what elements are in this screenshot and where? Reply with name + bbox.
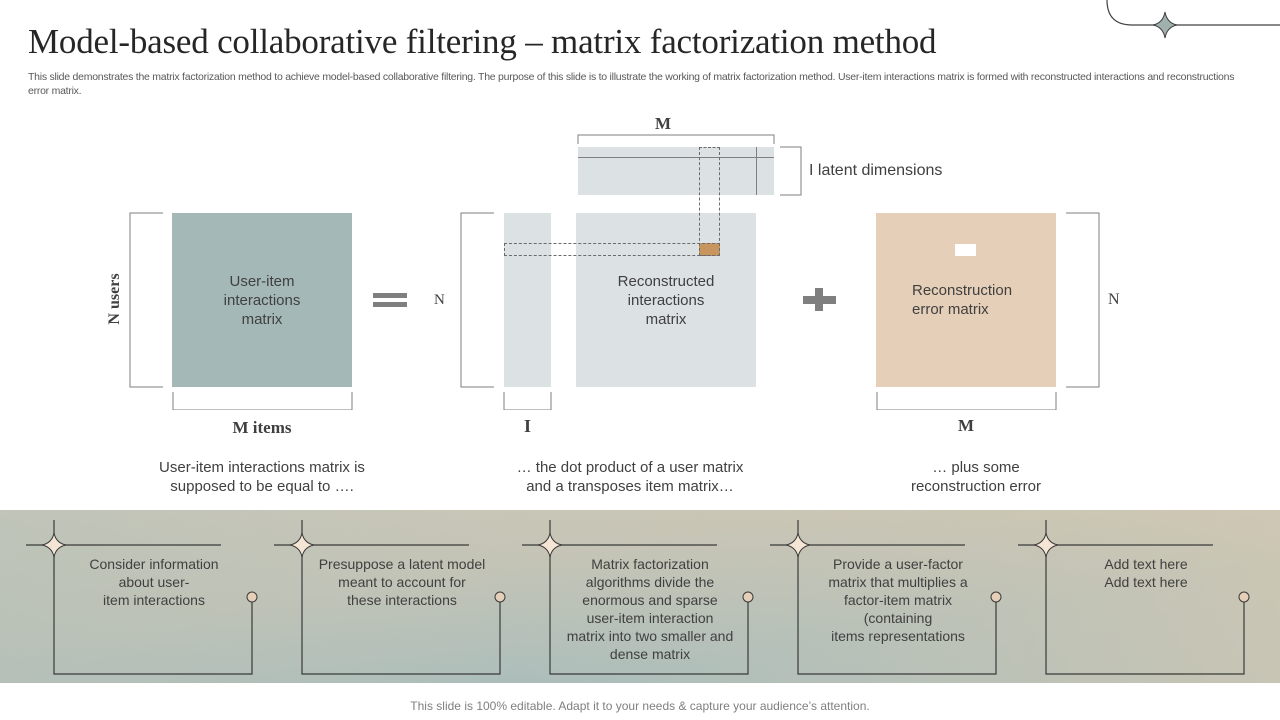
caption-line: supposed to be equal to …. [170,478,354,495]
items-cols-bracket [172,392,353,410]
user-rows-bracket [129,212,163,388]
card-line: user-item interaction [586,610,714,626]
label-line: error matrix [912,301,989,318]
page-subtitle: This slide demonstrates the matrix facto… [28,71,1235,97]
card-line: Presuppose a latent model [318,556,486,572]
error-cols-bracket [876,392,1057,410]
card-line: algorithms divide the [585,574,715,590]
bottom-band-overlay [0,510,1280,683]
item-matrix-row-line [578,157,774,158]
user-item-matrix-label: User-item interactions matrix [172,272,352,329]
sparkle-icon [1152,11,1178,39]
card-line: Provide a user-factor [833,556,963,572]
card-line: Add text here [1104,556,1188,572]
user-matrix [504,213,551,387]
card-line: Add text here [1104,574,1188,590]
label-line: matrix [241,311,283,328]
item-cols-bracket [577,134,775,144]
reconstructed-matrix [576,213,756,387]
card-2-text[interactable]: Presuppose a latent model meant to accou… [302,555,502,609]
item-matrix-col-line [756,147,757,195]
caption-equal: User-item interactions matrix is suppose… [112,458,412,496]
card-line: items representations [831,628,965,644]
caption-line: User-item interactions matrix is [159,459,365,476]
highlighted-cell [699,243,720,256]
column-guide-dashed [699,147,720,256]
item-matrix-m-label: M [654,114,672,133]
card-line: (containing [863,610,933,626]
card-line: Consider information [89,556,219,572]
latent-dimensions-label: I latent dimensions [809,162,943,179]
error-n-label: N [1108,291,1120,308]
caption-line: … plus some [932,459,1020,476]
label-line: interactions [223,292,301,309]
row-guide-dashed [504,243,720,256]
footer-note: This slide is 100% editable. Adapt it to… [410,699,870,713]
card-line: item interactions [103,592,205,608]
caption-line: … the dot product of a user matrix [516,459,744,476]
error-m-label: M [957,416,975,435]
page-title: Model-based collaborative filtering – ma… [28,22,937,61]
card-line: dense matrix [609,646,691,662]
card-line: about user- [118,574,190,590]
card-line: meant to account for [338,574,466,590]
error-matrix-label: Reconstruction error matrix [912,281,1012,319]
card-line: enormous and sparse [582,592,718,608]
card-1-text[interactable]: Consider information about user- item in… [64,555,244,609]
reconstructed-matrix-label: Reconstructed interactions matrix [576,272,756,329]
label-line: interactions [627,292,705,309]
equals-icon-bar-top [373,293,407,298]
n-users-label: N users [106,273,123,325]
card-line: factor-item matrix [843,592,953,608]
factor-rows-bracket [460,212,494,388]
label-line: Reconstruction [912,282,1013,299]
m-items-label: M items [232,418,292,437]
card-line: these interactions [347,592,457,608]
card-3-text[interactable]: Matrix factorization algorithms divide t… [550,555,750,663]
latent-rows-bracket [780,146,802,196]
plus-icon-vertical [815,288,823,311]
card-frame-5 [1017,519,1250,675]
latent-cols-bracket [503,392,552,410]
error-rows-bracket [1066,212,1100,388]
card-5-text[interactable]: Add text here Add text here [1046,555,1246,591]
card-4-text[interactable]: Provide a user-factor matrix that multip… [798,555,998,645]
card-line: Matrix factorization [591,556,709,572]
label-line: matrix [645,311,687,328]
label-line: User-item [229,273,295,290]
card-line: matrix that multiplies a [828,574,968,590]
card-line: matrix into two smaller and [566,628,734,644]
user-item-matrix [172,213,352,387]
item-matrix [578,147,774,195]
equals-icon-bar-bottom [373,302,407,307]
caption-line: reconstruction error [910,478,1042,495]
caption-dot-product: … the dot product of a user matrix and a… [480,458,780,496]
label-line: Reconstructed [617,273,715,290]
user-matrix-i-label: I [523,416,531,436]
error-cell-marker [955,244,976,256]
factor-n-label: N [434,292,445,308]
caption-line: and a transposes item matrix… [526,478,734,495]
error-matrix [876,213,1056,387]
caption-error: … plus some reconstruction error [826,458,1126,496]
diagram-lines [129,134,1100,410]
corner-decoration [1106,0,1280,39]
